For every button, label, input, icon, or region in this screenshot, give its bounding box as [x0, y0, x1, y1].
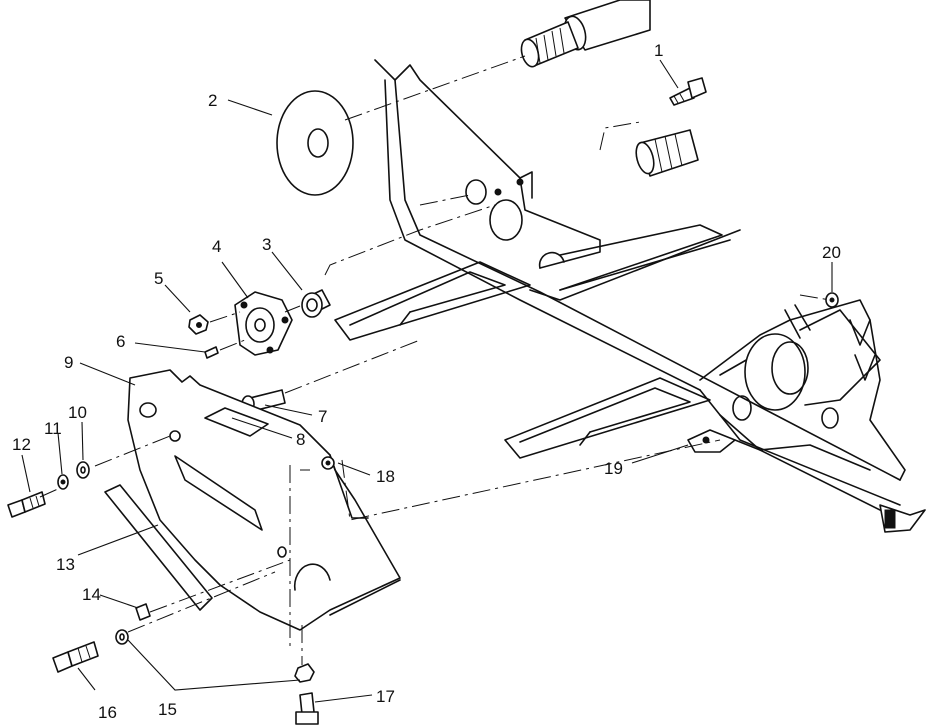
callout-2: 2 — [208, 91, 217, 110]
callout-labels: 1 2 3 4 5 6 7 8 9 10 11 12 13 14 15 16 1… — [12, 41, 841, 722]
part-9-cover — [127, 369, 401, 631]
part-3-bushing — [301, 289, 331, 318]
part-8-gasket — [204, 407, 269, 437]
drive-shaft-upper — [520, 0, 651, 68]
part-6-screw — [204, 346, 219, 359]
callout-17: 17 — [376, 687, 395, 706]
callout-13: 13 — [56, 555, 75, 574]
callout-8: 8 — [296, 430, 305, 449]
callout-18: 18 — [376, 467, 395, 486]
part-19-clip — [687, 429, 736, 453]
callout-6: 6 — [116, 332, 125, 351]
chassis-frame — [374, 59, 901, 481]
drive-shaft-lower — [635, 129, 699, 177]
callout-10: 10 — [68, 403, 87, 422]
part-17-bolt — [294, 663, 319, 725]
part-5-nut — [188, 314, 209, 335]
callout-11: 11 — [44, 419, 62, 438]
callout-20: 20 — [822, 243, 841, 262]
part-15-washer — [115, 629, 129, 645]
callout-14: 14 — [82, 585, 101, 604]
callout-12: 12 — [12, 435, 31, 454]
part-10-washer — [76, 461, 90, 479]
callout-16: 16 — [98, 703, 117, 722]
part-20-nut — [825, 292, 839, 308]
part-2-disc-washer — [276, 90, 354, 196]
right-bearing-housing — [699, 299, 926, 533]
part-11-washer — [57, 474, 69, 490]
callout-19: 19 — [604, 459, 623, 478]
callout-9: 9 — [64, 353, 73, 372]
callout-1: 1 — [654, 41, 663, 60]
part-13-plate — [104, 484, 213, 611]
part-12-bolt — [7, 491, 46, 518]
part-16-bolt — [52, 641, 99, 673]
part-14-rivet — [135, 603, 151, 621]
callout-15: 15 — [158, 700, 177, 719]
callout-5: 5 — [154, 269, 163, 288]
lower-slide-channel — [504, 377, 711, 459]
callout-3: 3 — [262, 235, 271, 254]
assembly-center-lines — [39, 55, 831, 691]
callout-4: 4 — [212, 237, 221, 256]
part-1-bolt — [669, 77, 707, 106]
upper-slide-channel — [334, 261, 531, 341]
part-18-nut — [321, 456, 335, 470]
part-4-flange — [234, 291, 293, 356]
callout-7: 7 — [318, 407, 327, 426]
leader-lines — [21, 59, 833, 703]
